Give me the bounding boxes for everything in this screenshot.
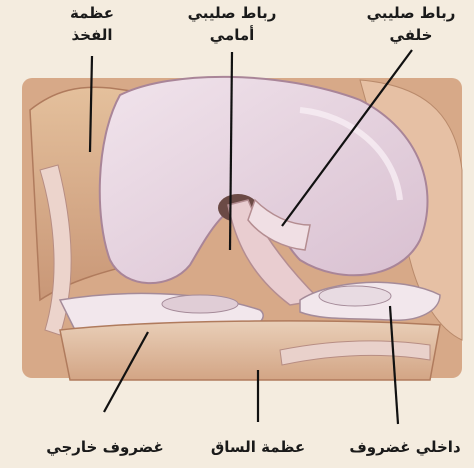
label-medial-meniscus: داخلي غضروف bbox=[340, 436, 470, 458]
lateral-meniscus-rim bbox=[162, 295, 238, 313]
label-lateral-meniscus: غضروف خارجي bbox=[30, 436, 180, 458]
label-femur: عظمة الفخذ bbox=[54, 2, 130, 46]
label-anterior-cruciate-ligament: رباط صليبي أمامي bbox=[172, 2, 292, 46]
label-posterior-cruciate-ligament: رباط صليبي خلفي bbox=[352, 2, 470, 46]
label-tibia: عظمة الساق bbox=[196, 436, 320, 458]
medial-meniscus-rim bbox=[319, 286, 391, 306]
